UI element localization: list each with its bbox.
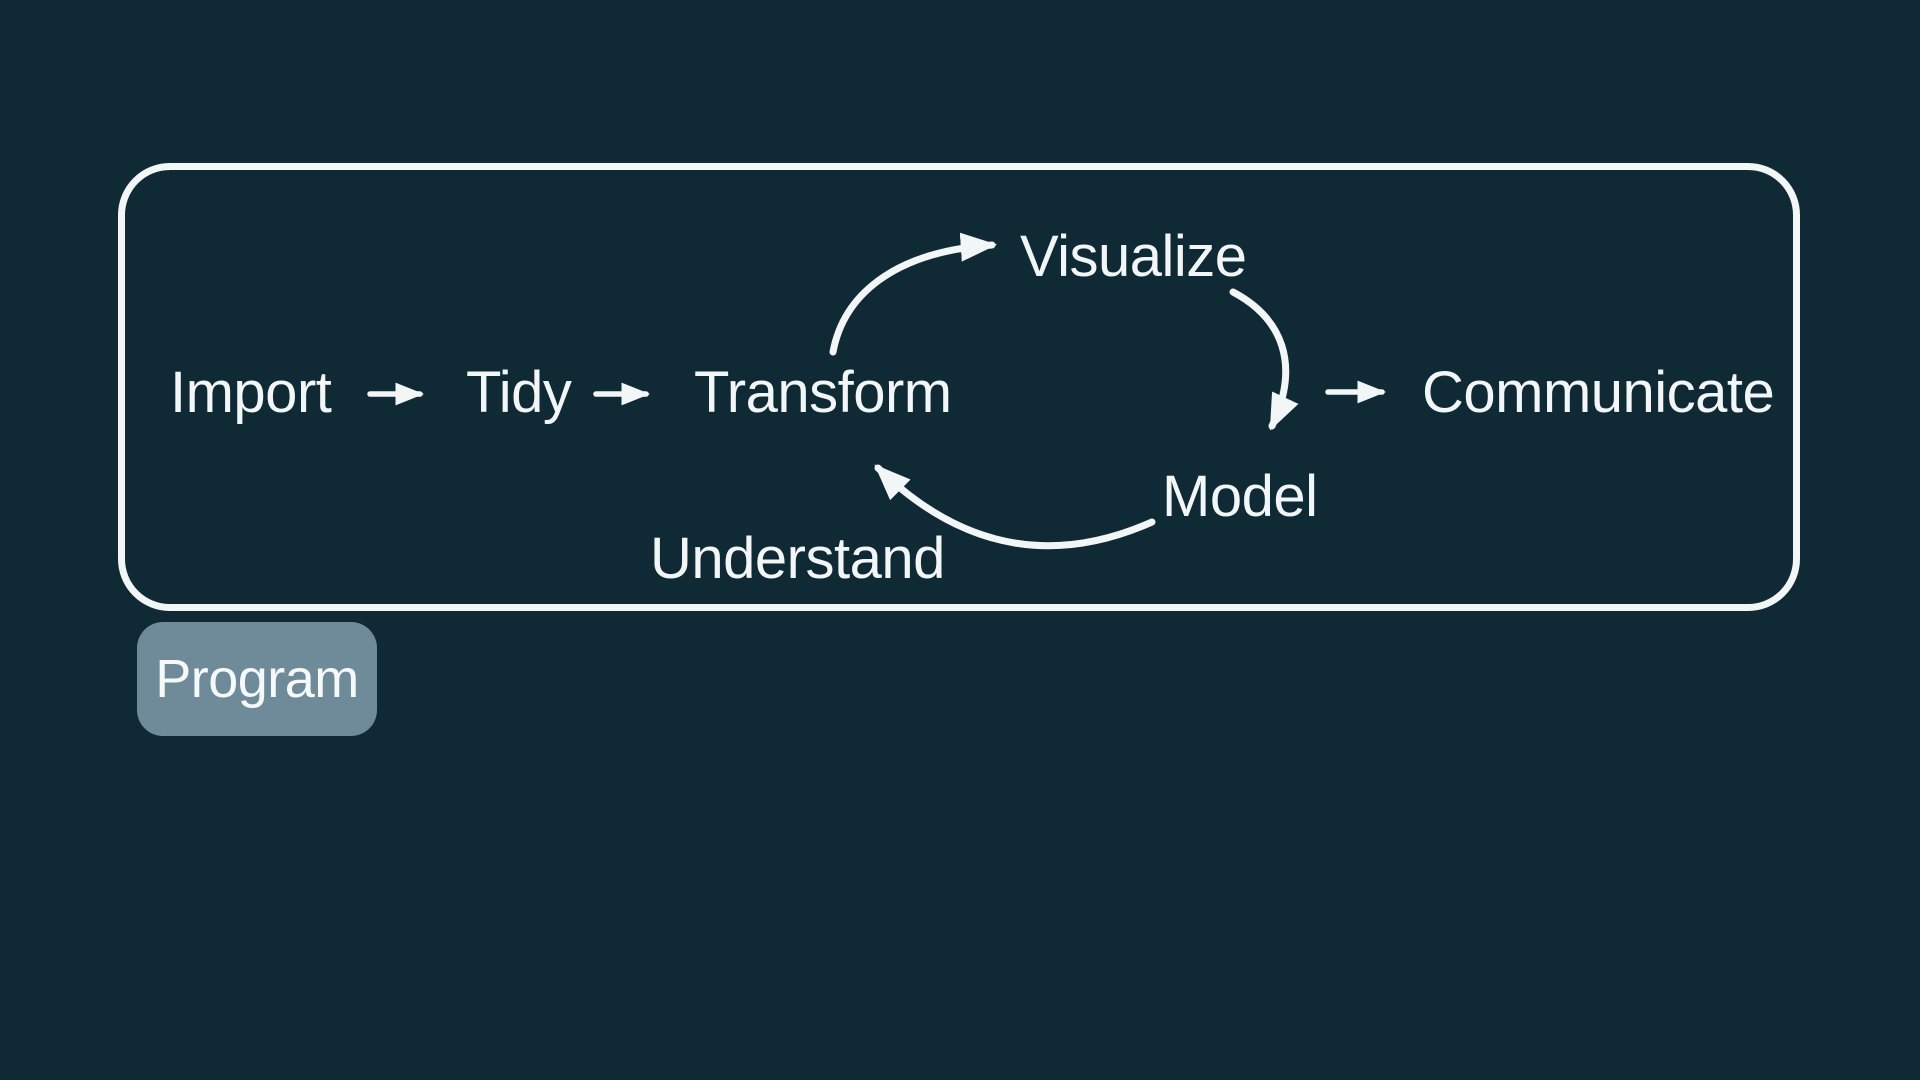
workflow-outline-box: [118, 163, 1800, 611]
node-communicate: Communicate: [1422, 359, 1775, 425]
node-import: Import: [170, 359, 332, 425]
program-tab: Program: [137, 622, 377, 736]
node-transform: Transform: [694, 359, 952, 425]
node-visualize: Visualize: [1020, 223, 1247, 289]
node-model: Model: [1162, 463, 1318, 529]
understand-cycle-label: Understand: [650, 525, 945, 591]
program-tab-label: Program: [155, 649, 359, 709]
node-tidy: Tidy: [466, 359, 572, 425]
